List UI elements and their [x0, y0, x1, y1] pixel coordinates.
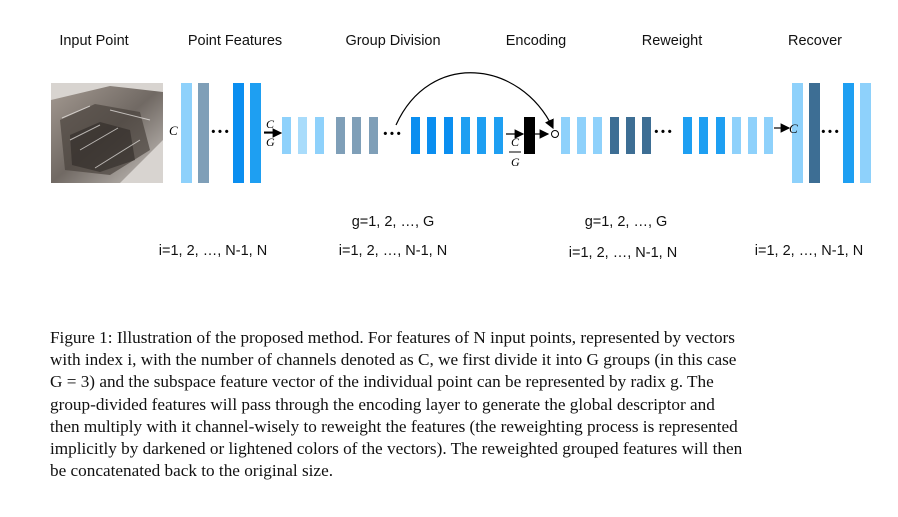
- point-index-label: i=1, 2, …, N-1, N: [568, 245, 678, 261]
- stage-label-reweight: Reweight: [641, 33, 703, 49]
- method-diagram: ··· ··· ··· ··· C C C G C G: [51, 72, 871, 183]
- point-features-vectors: [181, 83, 261, 183]
- caption-line: Figure 1: Illustration of the proposed m…: [50, 328, 735, 347]
- group-division-vectors: [282, 117, 503, 154]
- point-index-label: i=1, 2, …, N-1, N: [158, 243, 268, 259]
- channels-label: C: [169, 123, 178, 138]
- point-cloud-image: [51, 83, 163, 183]
- stage-label-encoding: Encoding: [505, 33, 567, 49]
- ellipsis: ···: [653, 121, 673, 143]
- ellipsis: ···: [820, 121, 840, 143]
- feature-vector: [250, 83, 261, 183]
- stage-label-group-division: Group Division: [345, 33, 441, 49]
- group-index-label: g=1, 2, …, G: [351, 214, 435, 230]
- feature-vector: [198, 83, 209, 183]
- caption-line: implicitly by darkened or lightened colo…: [50, 439, 743, 459]
- caption-line: be concatenated back to the original siz…: [50, 461, 333, 481]
- fraction-denominator: G: [511, 155, 520, 169]
- feature-vector: [181, 83, 192, 183]
- ellipsis: ···: [382, 123, 402, 145]
- fraction-denominator: G: [266, 135, 275, 149]
- reweight-vectors: [561, 117, 773, 154]
- recover-vectors: [792, 83, 871, 183]
- global-descriptor: [524, 117, 535, 154]
- caption-line: G = 3) and the subspace feature vector o…: [50, 372, 714, 392]
- group-index-label: g=1, 2, …, G: [584, 214, 668, 230]
- caption-line: with index i, with the number of channel…: [50, 350, 737, 370]
- feature-vector: [233, 83, 244, 183]
- figure-caption: Figure 1: Illustration of the proposed m…: [50, 327, 860, 482]
- stage-label-input-point: Input Point: [59, 33, 129, 49]
- fraction-numerator: C: [511, 135, 520, 149]
- ellipsis: ···: [210, 121, 230, 143]
- caption-line: group-divided features will pass through…: [50, 394, 715, 414]
- caption-line: then multiply with it channel-wisely to …: [50, 416, 738, 436]
- multiply-operator: [551, 130, 559, 138]
- point-index-label: i=1, 2, …, N-1, N: [754, 243, 864, 259]
- stage-label-recover: Recover: [788, 33, 842, 49]
- channels-label: C: [789, 121, 798, 136]
- stage-label-point-features: Point Features: [187, 33, 283, 49]
- point-index-label: i=1, 2, …, N-1, N: [338, 243, 448, 259]
- fraction-numerator: C: [266, 117, 275, 131]
- skip-connection-arrow: [395, 72, 554, 130]
